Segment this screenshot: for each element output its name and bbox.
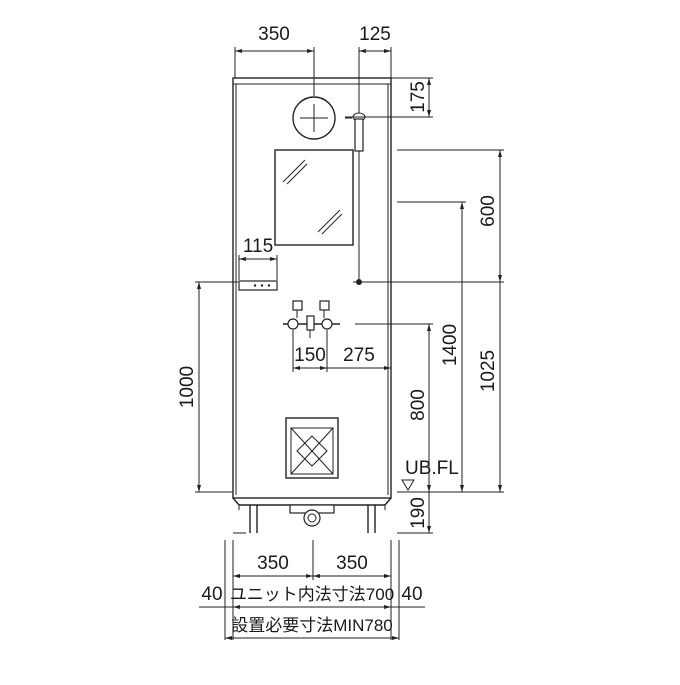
- dim-margin-left: 40: [201, 584, 222, 605]
- hot-valve: [292, 300, 303, 311]
- dim-unit-inner: ユニット内法寸法700: [230, 585, 394, 604]
- dim-half-right: 350: [336, 553, 368, 574]
- floor-level-marker-icon: [401, 479, 415, 491]
- access-panel-frame: [285, 417, 339, 479]
- shelf-body: [238, 280, 278, 291]
- shower-head: [354, 118, 364, 152]
- dim-top-height: 175: [408, 81, 429, 113]
- mirror-frame: [274, 149, 354, 246]
- wall-panel: [232, 77, 392, 499]
- dim-top-offset: 125: [359, 24, 391, 45]
- dim-faucet-right: 275: [343, 345, 375, 366]
- dimension-lines: [195, 47, 504, 640]
- dim-shelf-width: 115: [243, 236, 273, 257]
- dim-margin-right: 40: [401, 584, 422, 605]
- shelf: [238, 280, 278, 291]
- panel-outline: [232, 77, 392, 499]
- dim-mirror-height: 600: [478, 195, 499, 227]
- dim-left-height: 1000: [177, 366, 198, 408]
- ceiling-vent: [292, 96, 336, 140]
- unit-base: [232, 497, 392, 533]
- faucet-mixer: [306, 315, 315, 331]
- dim-floor-gap: 190: [408, 497, 429, 529]
- dim-lower-height: 1025: [478, 350, 499, 392]
- dim-install-required: 設置必要寸法MIN780: [231, 616, 393, 635]
- dim-faucet-height: 800: [408, 389, 429, 421]
- shower-slide-bar: [345, 112, 366, 285]
- vent-circle: [292, 96, 336, 140]
- dimension-arrows: [197, 49, 502, 640]
- dim-half-left: 350: [257, 553, 289, 574]
- floor-level-label: UB.FL: [405, 458, 459, 479]
- access-panel: [285, 417, 339, 479]
- dim-faucet-left: 150: [294, 345, 326, 366]
- mirror: [274, 149, 354, 246]
- faucet: [283, 300, 340, 338]
- dim-total-height: 1400: [440, 324, 461, 366]
- dim-top-width: 350: [258, 24, 290, 45]
- drain-outlet: [303, 509, 321, 527]
- cold-valve: [319, 300, 330, 311]
